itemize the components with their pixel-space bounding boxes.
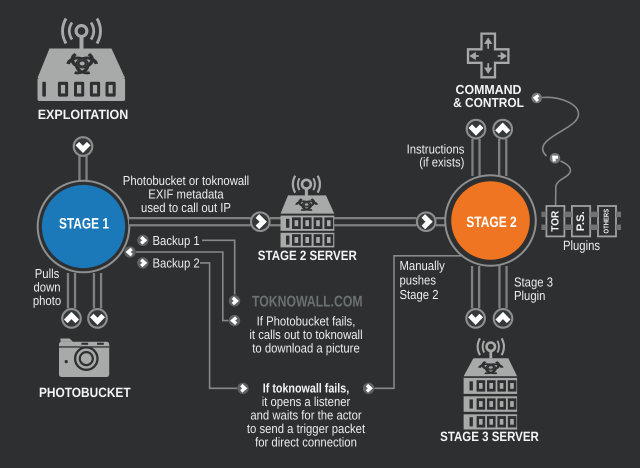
svg-text:Instructions: Instructions xyxy=(407,142,465,157)
svg-text:and waits for the actor: and waits for the actor xyxy=(250,408,362,423)
svg-text:STAGE 2: STAGE 2 xyxy=(466,214,516,231)
svg-text:EXPLOITATION: EXPLOITATION xyxy=(38,107,129,122)
svg-text:OTHERS: OTHERS xyxy=(604,209,611,234)
svg-text:it calls out to toknowall: it calls out to toknowall xyxy=(249,327,362,342)
svg-text:Plugins: Plugins xyxy=(563,238,600,253)
svg-text:STAGE 1: STAGE 1 xyxy=(59,215,109,232)
svg-text:(if exists): (if exists) xyxy=(419,155,464,170)
svg-text:Photobucket or toknowall: Photobucket or toknowall xyxy=(123,173,249,188)
svg-text:If Photobucket fails,: If Photobucket fails, xyxy=(257,314,356,329)
svg-text:Plugin: Plugin xyxy=(514,288,545,303)
svg-text:TOR: TOR xyxy=(549,210,561,231)
svg-text:& CONTROL: & CONTROL xyxy=(453,95,524,110)
svg-text:TOKNOWALL.COM: TOKNOWALL.COM xyxy=(252,293,363,310)
svg-text:EXIF metadata: EXIF metadata xyxy=(148,187,224,202)
svg-text:PHOTOBUCKET: PHOTOBUCKET xyxy=(39,385,131,400)
svg-text:Stage 3: Stage 3 xyxy=(514,275,553,290)
svg-text:Stage 2: Stage 2 xyxy=(400,287,439,302)
svg-text:Manually: Manually xyxy=(400,258,446,273)
svg-text:P.S.: P.S. xyxy=(575,211,587,231)
svg-text:for direct connection: for direct connection xyxy=(255,435,357,450)
svg-text:If toknowall fails,: If toknowall fails, xyxy=(263,381,349,396)
svg-text:used to call out IP: used to call out IP xyxy=(141,200,231,215)
svg-text:COMMAND: COMMAND xyxy=(456,82,522,97)
svg-text:pushes: pushes xyxy=(400,273,437,288)
svg-text:Backup 2: Backup 2 xyxy=(153,256,200,271)
svg-text:down: down xyxy=(34,280,61,295)
svg-text:STAGE 3 SERVER: STAGE 3 SERVER xyxy=(440,429,539,444)
svg-text:Pulls: Pulls xyxy=(35,266,60,281)
svg-text:photo: photo xyxy=(33,293,61,308)
svg-text:to send a trigger packet: to send a trigger packet xyxy=(247,421,366,436)
svg-text:to download a picture: to download a picture xyxy=(252,341,360,356)
svg-text:it opens a listener: it opens a listener xyxy=(262,394,351,409)
svg-text:Backup 1: Backup 1 xyxy=(153,233,200,248)
svg-text:STAGE 2 SERVER: STAGE 2 SERVER xyxy=(258,248,357,263)
